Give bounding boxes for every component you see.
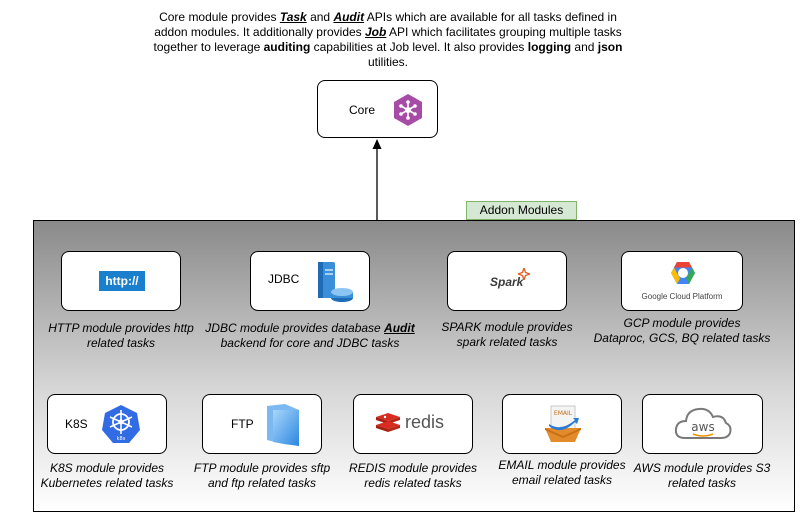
- k8s-icon-text: k8s: [117, 436, 126, 442]
- email-icon: EMAIL: [545, 405, 581, 442]
- aws-module-description: AWS module provides S3 related tasks: [627, 461, 777, 491]
- desc-text: Core module provides: [159, 10, 280, 24]
- jdbc-audit-keyword: Audit: [384, 321, 415, 335]
- k8s-module-box[interactable]: K8S k8s: [47, 394, 167, 454]
- core-module-box[interactable]: Core: [317, 80, 438, 138]
- http-logo: http://: [99, 271, 145, 291]
- database-server-icon: [318, 262, 353, 302]
- http-module-box[interactable]: http://: [61, 251, 181, 311]
- http-desc-line2: related tasks: [86, 336, 156, 350]
- gcp-desc-line2: Dataproc, GCS, BQ related tasks: [593, 331, 771, 345]
- desc-text: API which facilitates grouping multiple …: [153, 25, 622, 54]
- ftp-label: FTP: [231, 417, 254, 431]
- aws-logo-text: aws: [691, 420, 714, 434]
- desc-text: and: [306, 10, 334, 24]
- folder-icon: [267, 404, 299, 446]
- gcp-hexagon-icon: [671, 262, 695, 284]
- redis-module-box[interactable]: redis: [353, 394, 473, 454]
- redis-desc-line2: redis related tasks: [364, 476, 462, 490]
- spark-module-description: SPARK module provides spark related task…: [427, 320, 587, 350]
- auditing-keyword: auditing: [263, 40, 311, 54]
- addon-modules-label: Addon Modules: [466, 201, 577, 220]
- core-description: Core module provides Task and Audit APIs…: [148, 10, 628, 70]
- audit-keyword: Audit: [333, 10, 365, 24]
- ftp-desc-line1: FTP module provides sftp: [193, 461, 331, 475]
- k8s-desc-line2: Kubernetes related tasks: [40, 476, 174, 490]
- gcp-module-description: GCP module provides Dataproc, GCS, BQ re…: [592, 316, 772, 346]
- ftp-desc-line2: and ftp related tasks: [207, 476, 317, 490]
- kubernetes-icon: k8s: [102, 405, 140, 443]
- email-icon-text: EMAIL: [554, 410, 573, 417]
- k8s-label: K8S: [65, 417, 88, 431]
- redis-desc-line1: REDIS module provides: [348, 461, 478, 475]
- desc-text: APIs which are available for all tasks d…: [154, 10, 617, 39]
- core-label: Core: [349, 103, 376, 117]
- desc-text: capabilities at Job level. It also provi…: [310, 40, 528, 54]
- gcp-module-box[interactable]: Google Cloud Platform: [621, 251, 743, 311]
- aws-cloud-icon: aws: [674, 407, 732, 439]
- hexagon-core-icon: [394, 94, 422, 126]
- aws-module-box[interactable]: aws: [642, 394, 763, 454]
- email-module-description: EMAIL module provides email related task…: [487, 458, 637, 488]
- redis-module-description: REDIS module provides redis related task…: [338, 461, 488, 491]
- email-desc-line1: EMAIL module provides: [498, 458, 626, 472]
- jdbc-module-box[interactable]: JDBC: [250, 251, 370, 311]
- json-keyword: json: [597, 40, 623, 54]
- jdbc-desc-line1: JDBC module provides database: [205, 321, 385, 335]
- spark-module-box[interactable]: Spark: [447, 251, 567, 311]
- gcp-desc-line1: GCP module provides: [623, 316, 741, 330]
- job-keyword: Job: [365, 25, 387, 39]
- jdbc-module-description: JDBC module provides database Audit back…: [200, 321, 420, 351]
- k8s-module-description: K8S module provides Kubernetes related t…: [32, 461, 182, 491]
- aws-desc-line2: related tasks: [667, 476, 737, 490]
- spark-star-icon: [518, 268, 530, 280]
- spark-desc-line2: spark related tasks: [456, 335, 558, 349]
- jdbc-label: JDBC: [268, 272, 300, 286]
- http-desc-line1: HTTP module provides http: [48, 321, 194, 335]
- jdbc-desc-line2: backend for core and JDBC tasks: [220, 336, 400, 350]
- desc-text: and: [571, 40, 598, 54]
- ftp-module-box[interactable]: FTP: [202, 394, 322, 454]
- redis-icon: [376, 413, 400, 432]
- desc-text: utilities.: [367, 55, 408, 69]
- email-desc-line2: email related tasks: [511, 473, 613, 487]
- gcp-logo-text: Google Cloud Platform: [641, 292, 723, 301]
- k8s-desc-line1: K8S module provides: [49, 461, 165, 475]
- dependency-arrow: [372, 139, 382, 222]
- http-module-description: HTTP module provides http related tasks: [41, 321, 201, 351]
- redis-logo-text: redis: [405, 412, 445, 432]
- task-keyword: Task: [279, 10, 307, 24]
- email-module-box[interactable]: EMAIL: [502, 394, 622, 454]
- spark-logo-text: Spark: [490, 275, 524, 289]
- spark-desc-line1: SPARK module provides: [441, 320, 573, 334]
- aws-desc-line1: AWS module provides S3: [633, 461, 771, 475]
- logging-keyword: logging: [527, 40, 572, 54]
- ftp-module-description: FTP module provides sftp and ftp related…: [187, 461, 337, 491]
